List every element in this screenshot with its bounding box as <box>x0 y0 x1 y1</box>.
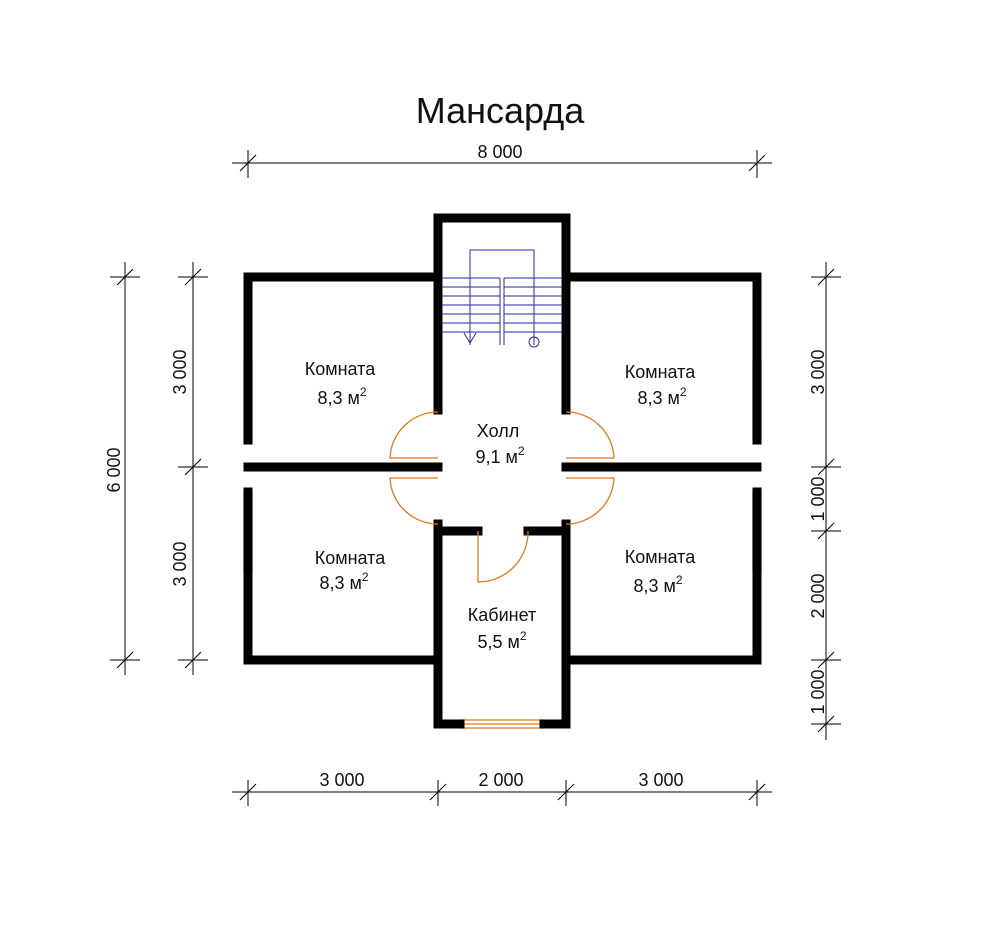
room-hall: Холл 9,1 м2 <box>475 421 524 467</box>
room-name: Комната <box>305 359 376 379</box>
room-study: Кабинет 5,5 м2 <box>468 605 536 652</box>
plan-title: Мансарда <box>416 90 586 131</box>
dimension-bottom: 3 000 2 000 3 000 <box>232 770 772 806</box>
room-area: 8,3 м <box>319 573 361 593</box>
dim-bottom-right: 3 000 <box>638 770 683 790</box>
svg-text:9,1 м2: 9,1 м2 <box>475 444 524 467</box>
room-top-left: Комната 8,3 м2 <box>305 359 376 408</box>
room-area: 5,5 м <box>477 632 519 652</box>
dim-top-total: 8 000 <box>477 142 522 162</box>
door-left-bottom <box>389 477 439 525</box>
dim-right-3: 2 000 <box>808 573 828 618</box>
dimension-right: 3 000 1 000 2 000 1 000 <box>808 262 841 740</box>
room-area: 8,3 м <box>633 576 675 596</box>
svg-text:8,3 м2: 8,3 м2 <box>633 573 682 596</box>
dimension-top: 8 000 <box>232 142 772 178</box>
svg-text:8,3 м2: 8,3 м2 <box>637 385 686 408</box>
room-top-right: Комната 8,3 м2 <box>625 362 696 408</box>
dim-left-total: 6 000 <box>104 447 124 492</box>
dim-right-2: 1 000 <box>808 476 828 521</box>
dim-bottom-left: 3 000 <box>319 770 364 790</box>
door-left-top <box>389 411 439 459</box>
dim-right-4: 1 000 <box>808 669 828 714</box>
room-area-sup: 2 <box>676 573 683 587</box>
windows <box>243 361 762 729</box>
room-area-sup: 2 <box>518 444 525 458</box>
doors <box>389 411 615 583</box>
room-name: Комната <box>315 548 386 568</box>
room-area: 8,3 м <box>637 388 679 408</box>
room-name: Комната <box>625 362 696 382</box>
room-name: Комната <box>625 547 696 567</box>
room-area-sup: 2 <box>680 385 687 399</box>
dim-left-bottom: 3 000 <box>170 541 190 586</box>
door-right-top <box>565 411 615 459</box>
room-area-sup: 2 <box>362 570 369 584</box>
dim-right-1: 3 000 <box>808 349 828 394</box>
staircase <box>442 249 562 348</box>
room-area: 9,1 м <box>475 447 517 467</box>
room-area: 8,3 м <box>317 388 359 408</box>
room-name: Холл <box>477 421 519 441</box>
dimension-left-outer: 6 000 <box>104 262 140 675</box>
room-area-sup: 2 <box>520 629 527 643</box>
dim-left-top: 3 000 <box>170 349 190 394</box>
walls <box>243 213 762 729</box>
dim-bottom-mid: 2 000 <box>478 770 523 790</box>
svg-text:8,3 м2: 8,3 м2 <box>319 570 368 593</box>
room-area-sup: 2 <box>360 385 367 399</box>
svg-text:5,5 м2: 5,5 м2 <box>477 629 526 652</box>
room-name: Кабинет <box>468 605 536 625</box>
room-bottom-left: Комната 8,3 м2 <box>315 548 386 593</box>
room-bottom-right: Комната 8,3 м2 <box>625 547 696 596</box>
door-study <box>477 530 529 583</box>
door-right-bottom <box>565 477 615 525</box>
svg-text:8,3 м2: 8,3 м2 <box>317 385 366 408</box>
dimension-left-inner: 3 000 3 000 <box>170 262 208 675</box>
